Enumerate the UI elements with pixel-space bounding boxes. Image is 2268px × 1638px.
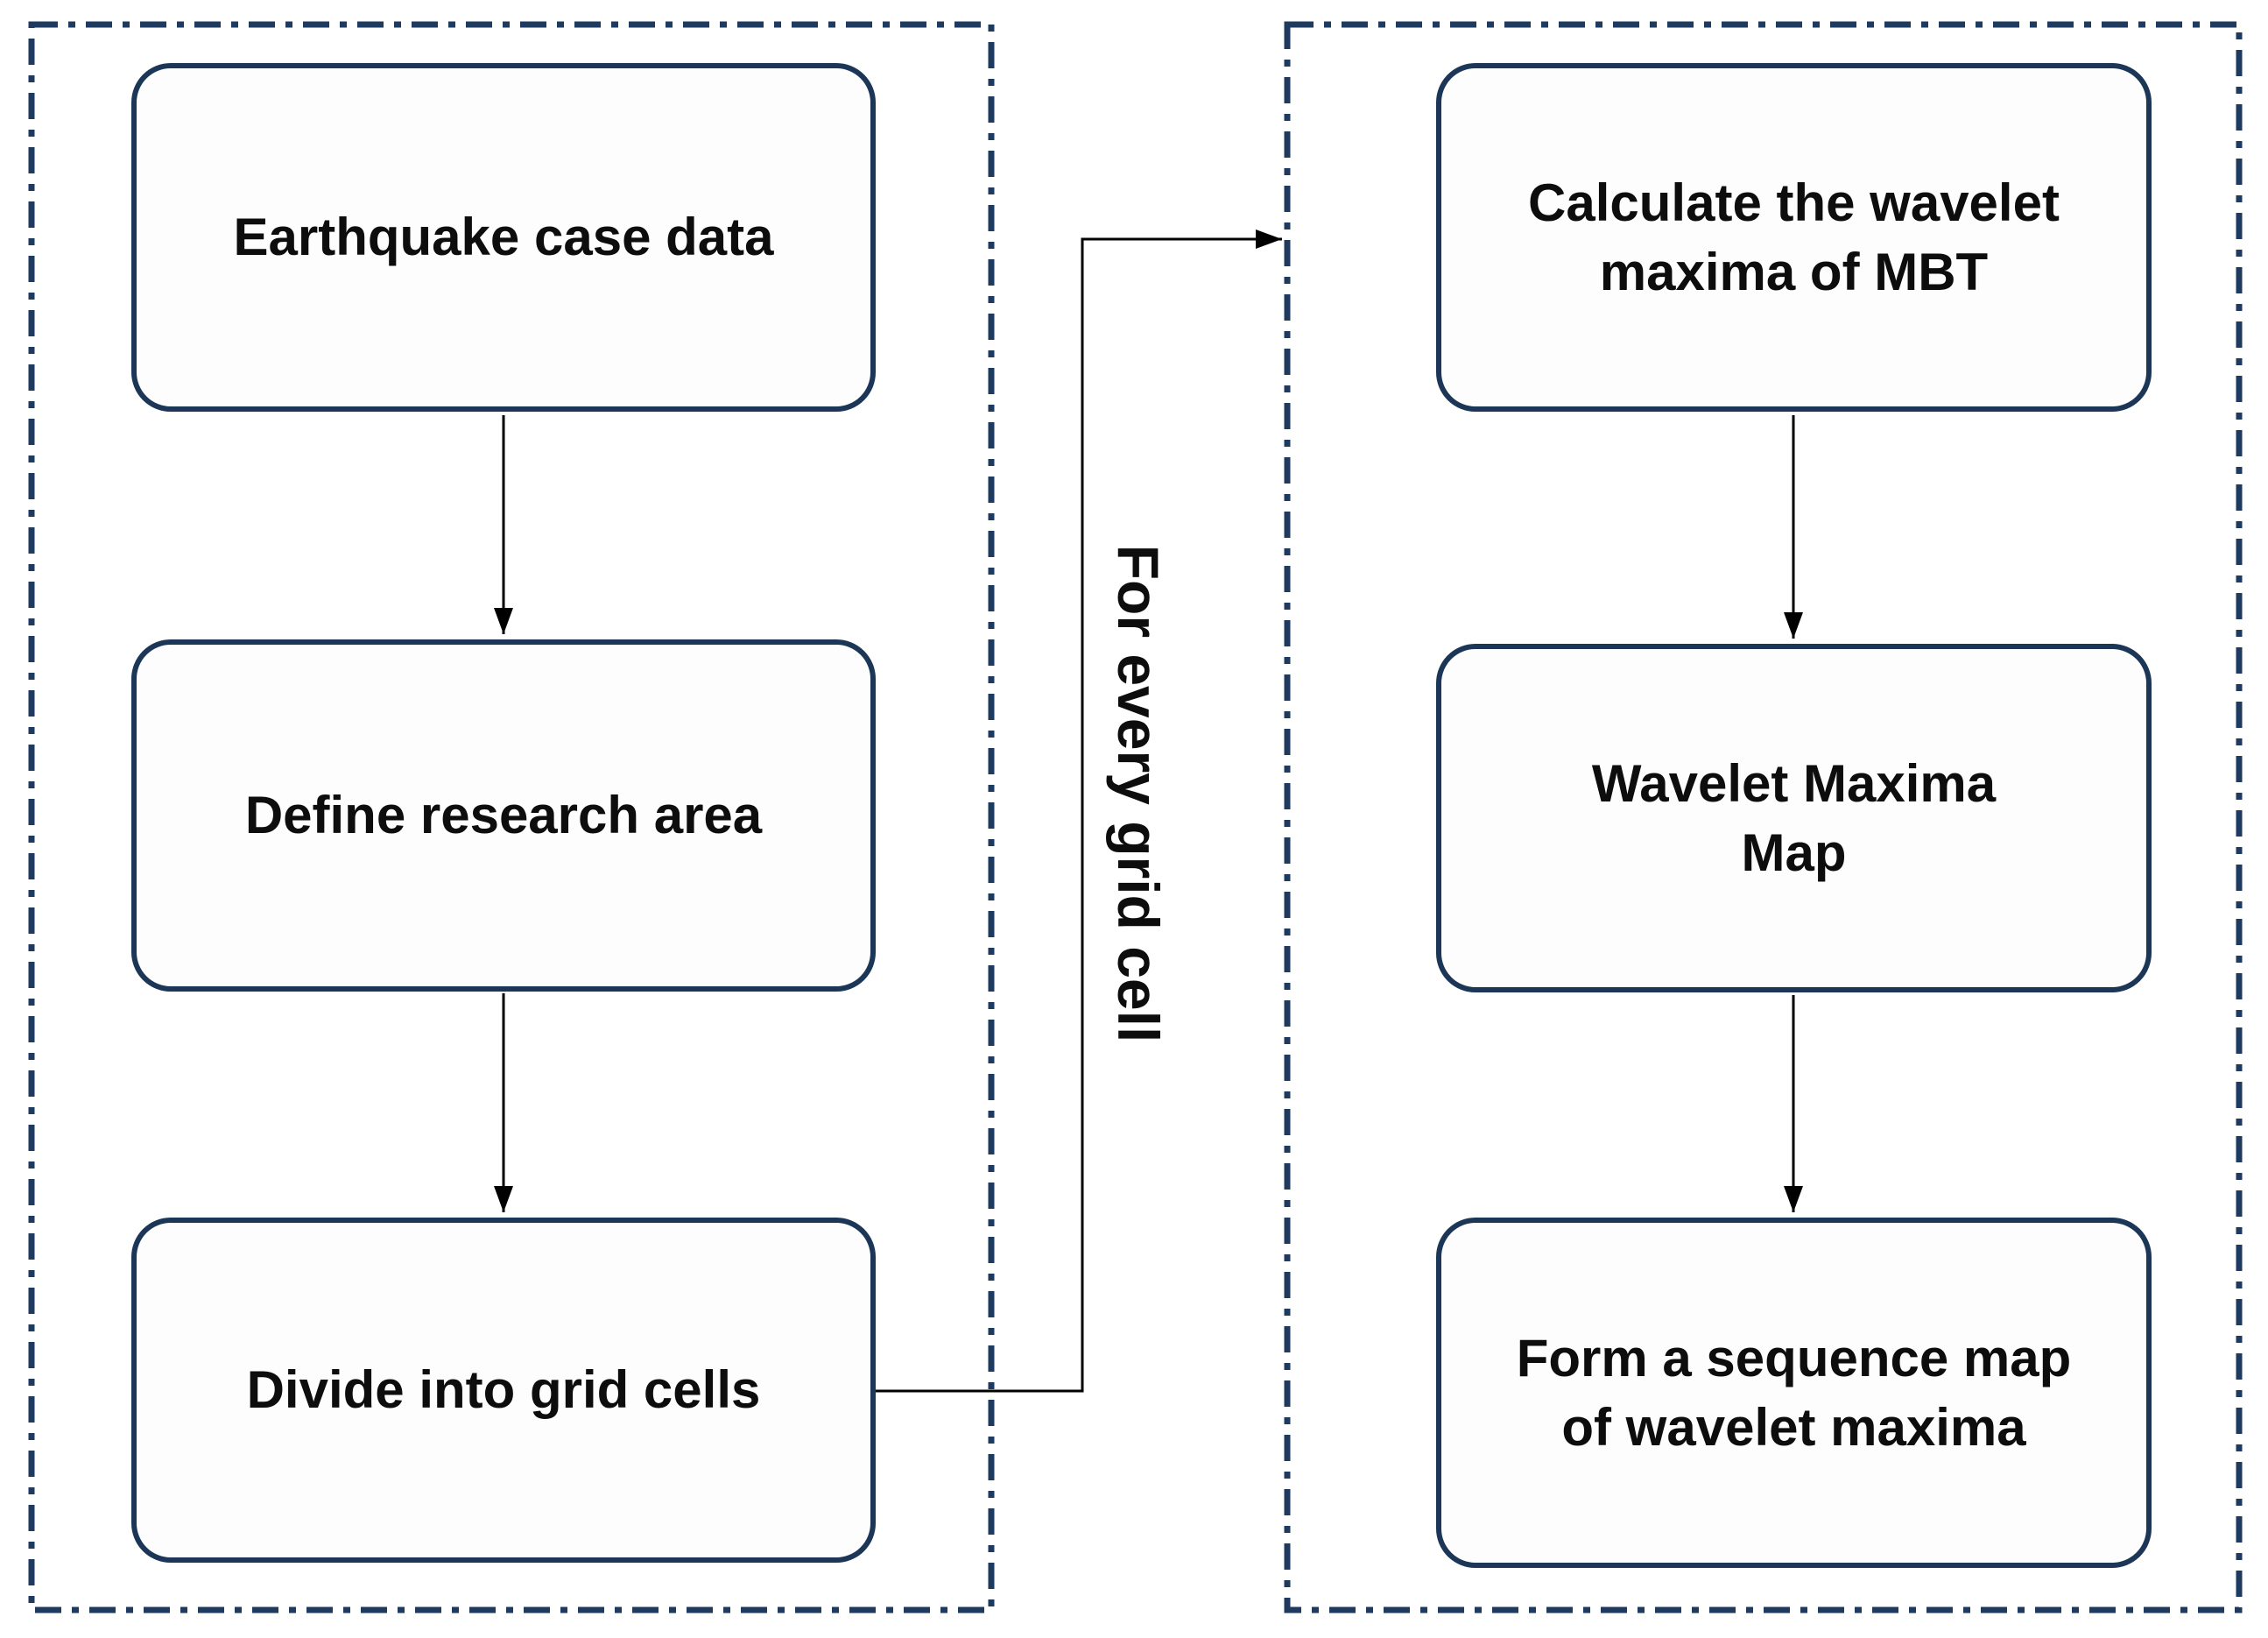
for-every-grid-cell-label: For every grid cell [1106, 544, 1171, 1043]
node-label: Wavelet Maxima Map [1591, 753, 1997, 882]
node-label: Calculate the wavelet maxima of MBT [1528, 173, 2060, 301]
node-calculate-wavelet-maxima: Calculate the wavelet maxima of MBT [1436, 63, 2152, 412]
node-define-research-area: Define research area [131, 639, 876, 992]
right-panel-dashed-border [1284, 21, 2243, 1613]
node-wavelet-maxima-map: Wavelet Maxima Map [1436, 644, 2152, 992]
node-divide-into-grid-cells: Divide into grid cells [131, 1218, 876, 1563]
arrow-divide-to-right-panel [876, 229, 1282, 1393]
node-label: Divide into grid cells [246, 1360, 761, 1420]
node-label: Form a sequence map of wavelet maxima [1516, 1328, 2072, 1457]
node-label: Define research area [244, 786, 763, 845]
node-form-sequence-map: Form a sequence map of wavelet maxima [1436, 1218, 2152, 1568]
node-label: Earthquake case data [233, 208, 774, 267]
left-panel-dashed-border [28, 21, 995, 1613]
node-earthquake-case-data: Earthquake case data [131, 63, 876, 412]
